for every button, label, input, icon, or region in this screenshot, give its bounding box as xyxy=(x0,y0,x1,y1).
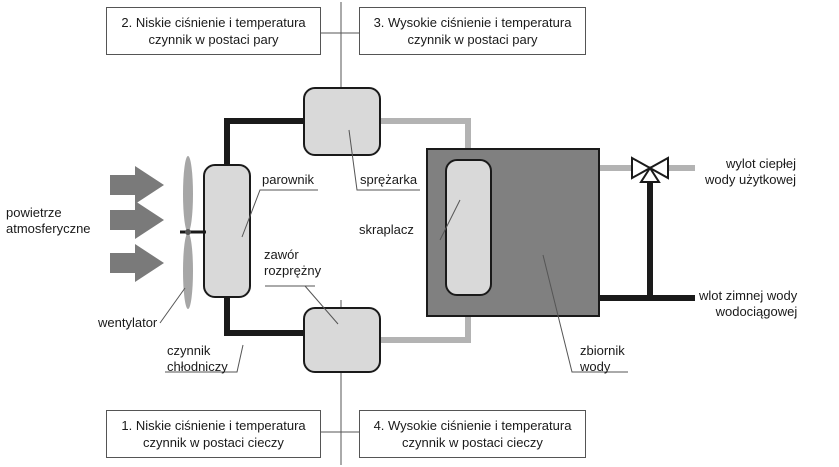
label-leader-lines xyxy=(159,129,628,373)
state-box-2: 2. Niskie ciśnienie i temperatura czynni… xyxy=(106,7,321,55)
state-3-line-2: czynnik w postaci pary xyxy=(407,32,538,47)
state-box-1: 1. Niskie ciśnienie i temperatura czynni… xyxy=(106,410,321,458)
state-2-line-1: 2. Niskie ciśnienie i temperatura xyxy=(121,15,306,30)
state-4-line-1: 4. Wysokie ciśnienie i temperatura xyxy=(373,418,572,433)
state-1-line-1: 1. Niskie ciśnienie i temperatura xyxy=(121,418,306,433)
condenser xyxy=(445,159,492,296)
air-flow-arrows xyxy=(110,166,164,282)
label-powietrze: powietrze atmosferyczne xyxy=(6,205,91,236)
compressor xyxy=(303,87,381,156)
label-wlot: wlot zimnej wody wodociągowej xyxy=(699,288,798,319)
mixing-valve-icon xyxy=(631,156,669,183)
cold-water-inlet-pipe xyxy=(600,180,695,301)
state-1-line-2: czynnik w postaci cieczy xyxy=(143,435,284,450)
state-3-line-1: 3. Wysokie ciśnienie i temperatura xyxy=(373,15,572,30)
state-leader-lines xyxy=(319,2,359,465)
state-box-3: 3. Wysokie ciśnienie i temperatura czynn… xyxy=(359,7,586,55)
fan-icon xyxy=(180,156,206,309)
label-zbiornik: zbiornik wody xyxy=(580,343,625,374)
label-wylot: wylot ciepłej wody użytkowej xyxy=(705,156,797,187)
label-czynnik: czynnik chłodniczy xyxy=(167,343,228,374)
label-skraplacz: skraplacz xyxy=(359,222,414,237)
cold-pipe xyxy=(224,118,307,336)
state-4-line-2: czynnik w postaci cieczy xyxy=(402,435,543,450)
label-parownik: parownik xyxy=(262,172,315,187)
label-zawor: zawór rozprężny xyxy=(264,247,322,278)
expansion-valve xyxy=(303,307,381,373)
state-2-line-2: czynnik w postaci pary xyxy=(148,32,279,47)
label-wentylator: wentylator xyxy=(98,315,158,330)
evaporator xyxy=(203,164,251,298)
label-sprezarka: sprężarka xyxy=(360,172,418,187)
state-box-4: 4. Wysokie ciśnienie i temperatura czynn… xyxy=(359,410,586,458)
